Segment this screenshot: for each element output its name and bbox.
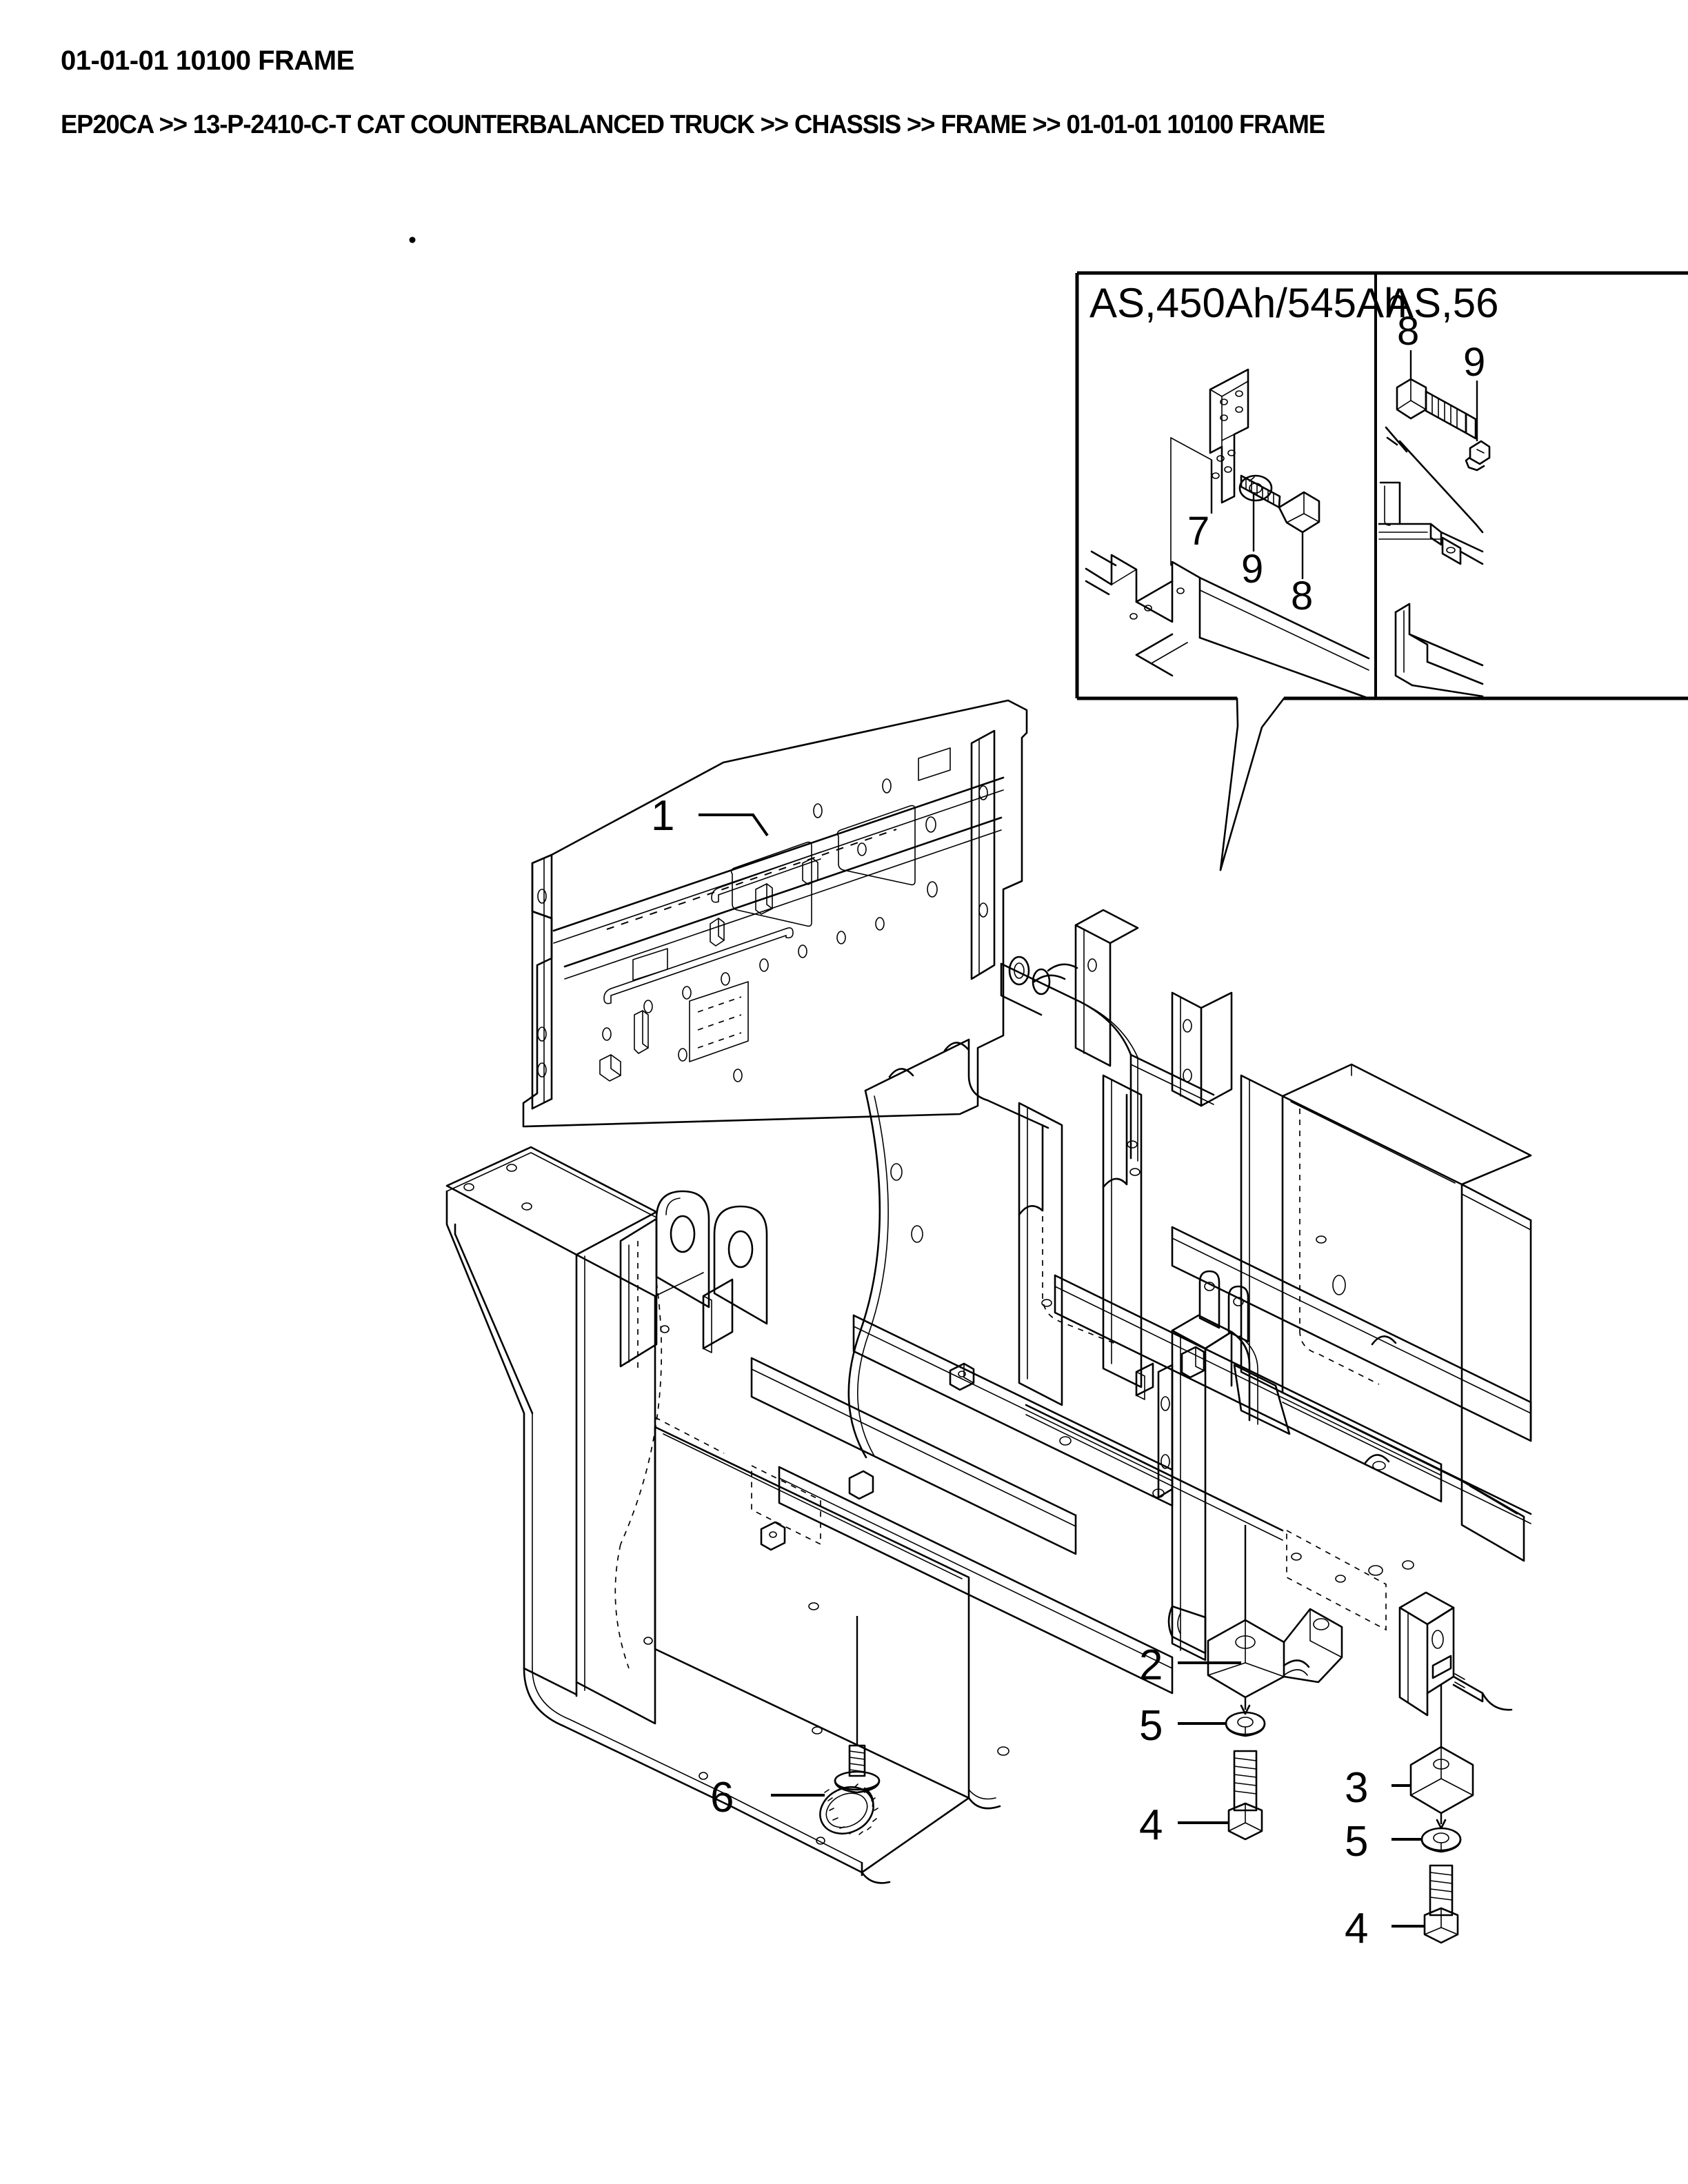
callout-5-lower: 5 (1345, 1818, 1368, 1866)
hose-clamp-part6: 6 (710, 1616, 881, 1835)
inset2-bolt-8 (1396, 378, 1477, 440)
inset-callout-7: 7 (1187, 509, 1209, 554)
spacer-block-part3: 3 (1345, 1685, 1474, 1830)
hex-bolt-part4-lower: 4 (1345, 1864, 1459, 1952)
callout-4-lower: 4 (1345, 1905, 1368, 1952)
inset2-washer-9 (1465, 440, 1491, 472)
inset-panel-group: AS,450Ah/545Ah AS,56 (1075, 271, 1688, 871)
washer-part5-upper: 5 (1139, 1702, 1266, 1750)
chassis-deck (445, 909, 1532, 1884)
inset-450ah-artwork: 7 9 8 (1085, 368, 1370, 700)
callout-3: 3 (1345, 1764, 1368, 1812)
clamp-bracket-part2: 2 (1139, 1525, 1343, 1715)
inset-bolt-8 (1240, 474, 1320, 534)
chassis-frame-assembly: 2 5 4 (445, 699, 1532, 1952)
callout-1-group: 1 (651, 792, 769, 840)
callout-6: 6 (710, 1774, 734, 1821)
inset-washer-9 (1238, 474, 1273, 502)
callout-2: 2 (1139, 1641, 1163, 1689)
inset-callout-8: 8 (1291, 574, 1313, 618)
battery-cover-panel (522, 699, 1028, 1128)
scan-speck (409, 236, 416, 243)
inset-title-560ah: AS,56 (1386, 280, 1498, 326)
washer-part5-lower: 5 (1345, 1818, 1462, 1866)
inset2-callout-8: 8 (1397, 309, 1419, 354)
hex-bolt-part4-upper: 4 (1139, 1750, 1263, 1849)
inset-callout-9: 9 (1241, 547, 1263, 592)
inset2-callout-9: 9 (1463, 340, 1485, 385)
page-title: 01-01-01 10100 FRAME (61, 46, 354, 76)
callout-5-upper: 5 (1139, 1702, 1163, 1750)
inset-pointer-leaders (1219, 697, 1285, 871)
inset-560ah-artwork: 8 9 (1378, 309, 1491, 698)
breadcrumb: EP20CA >> 13-P-2410-C-T CAT COUNTERBALAN… (61, 110, 1325, 139)
inset-title-450ah: AS,450Ah/545Ah (1089, 280, 1407, 326)
callout-1: 1 (651, 792, 674, 840)
callout-4-upper: 4 (1139, 1801, 1163, 1849)
